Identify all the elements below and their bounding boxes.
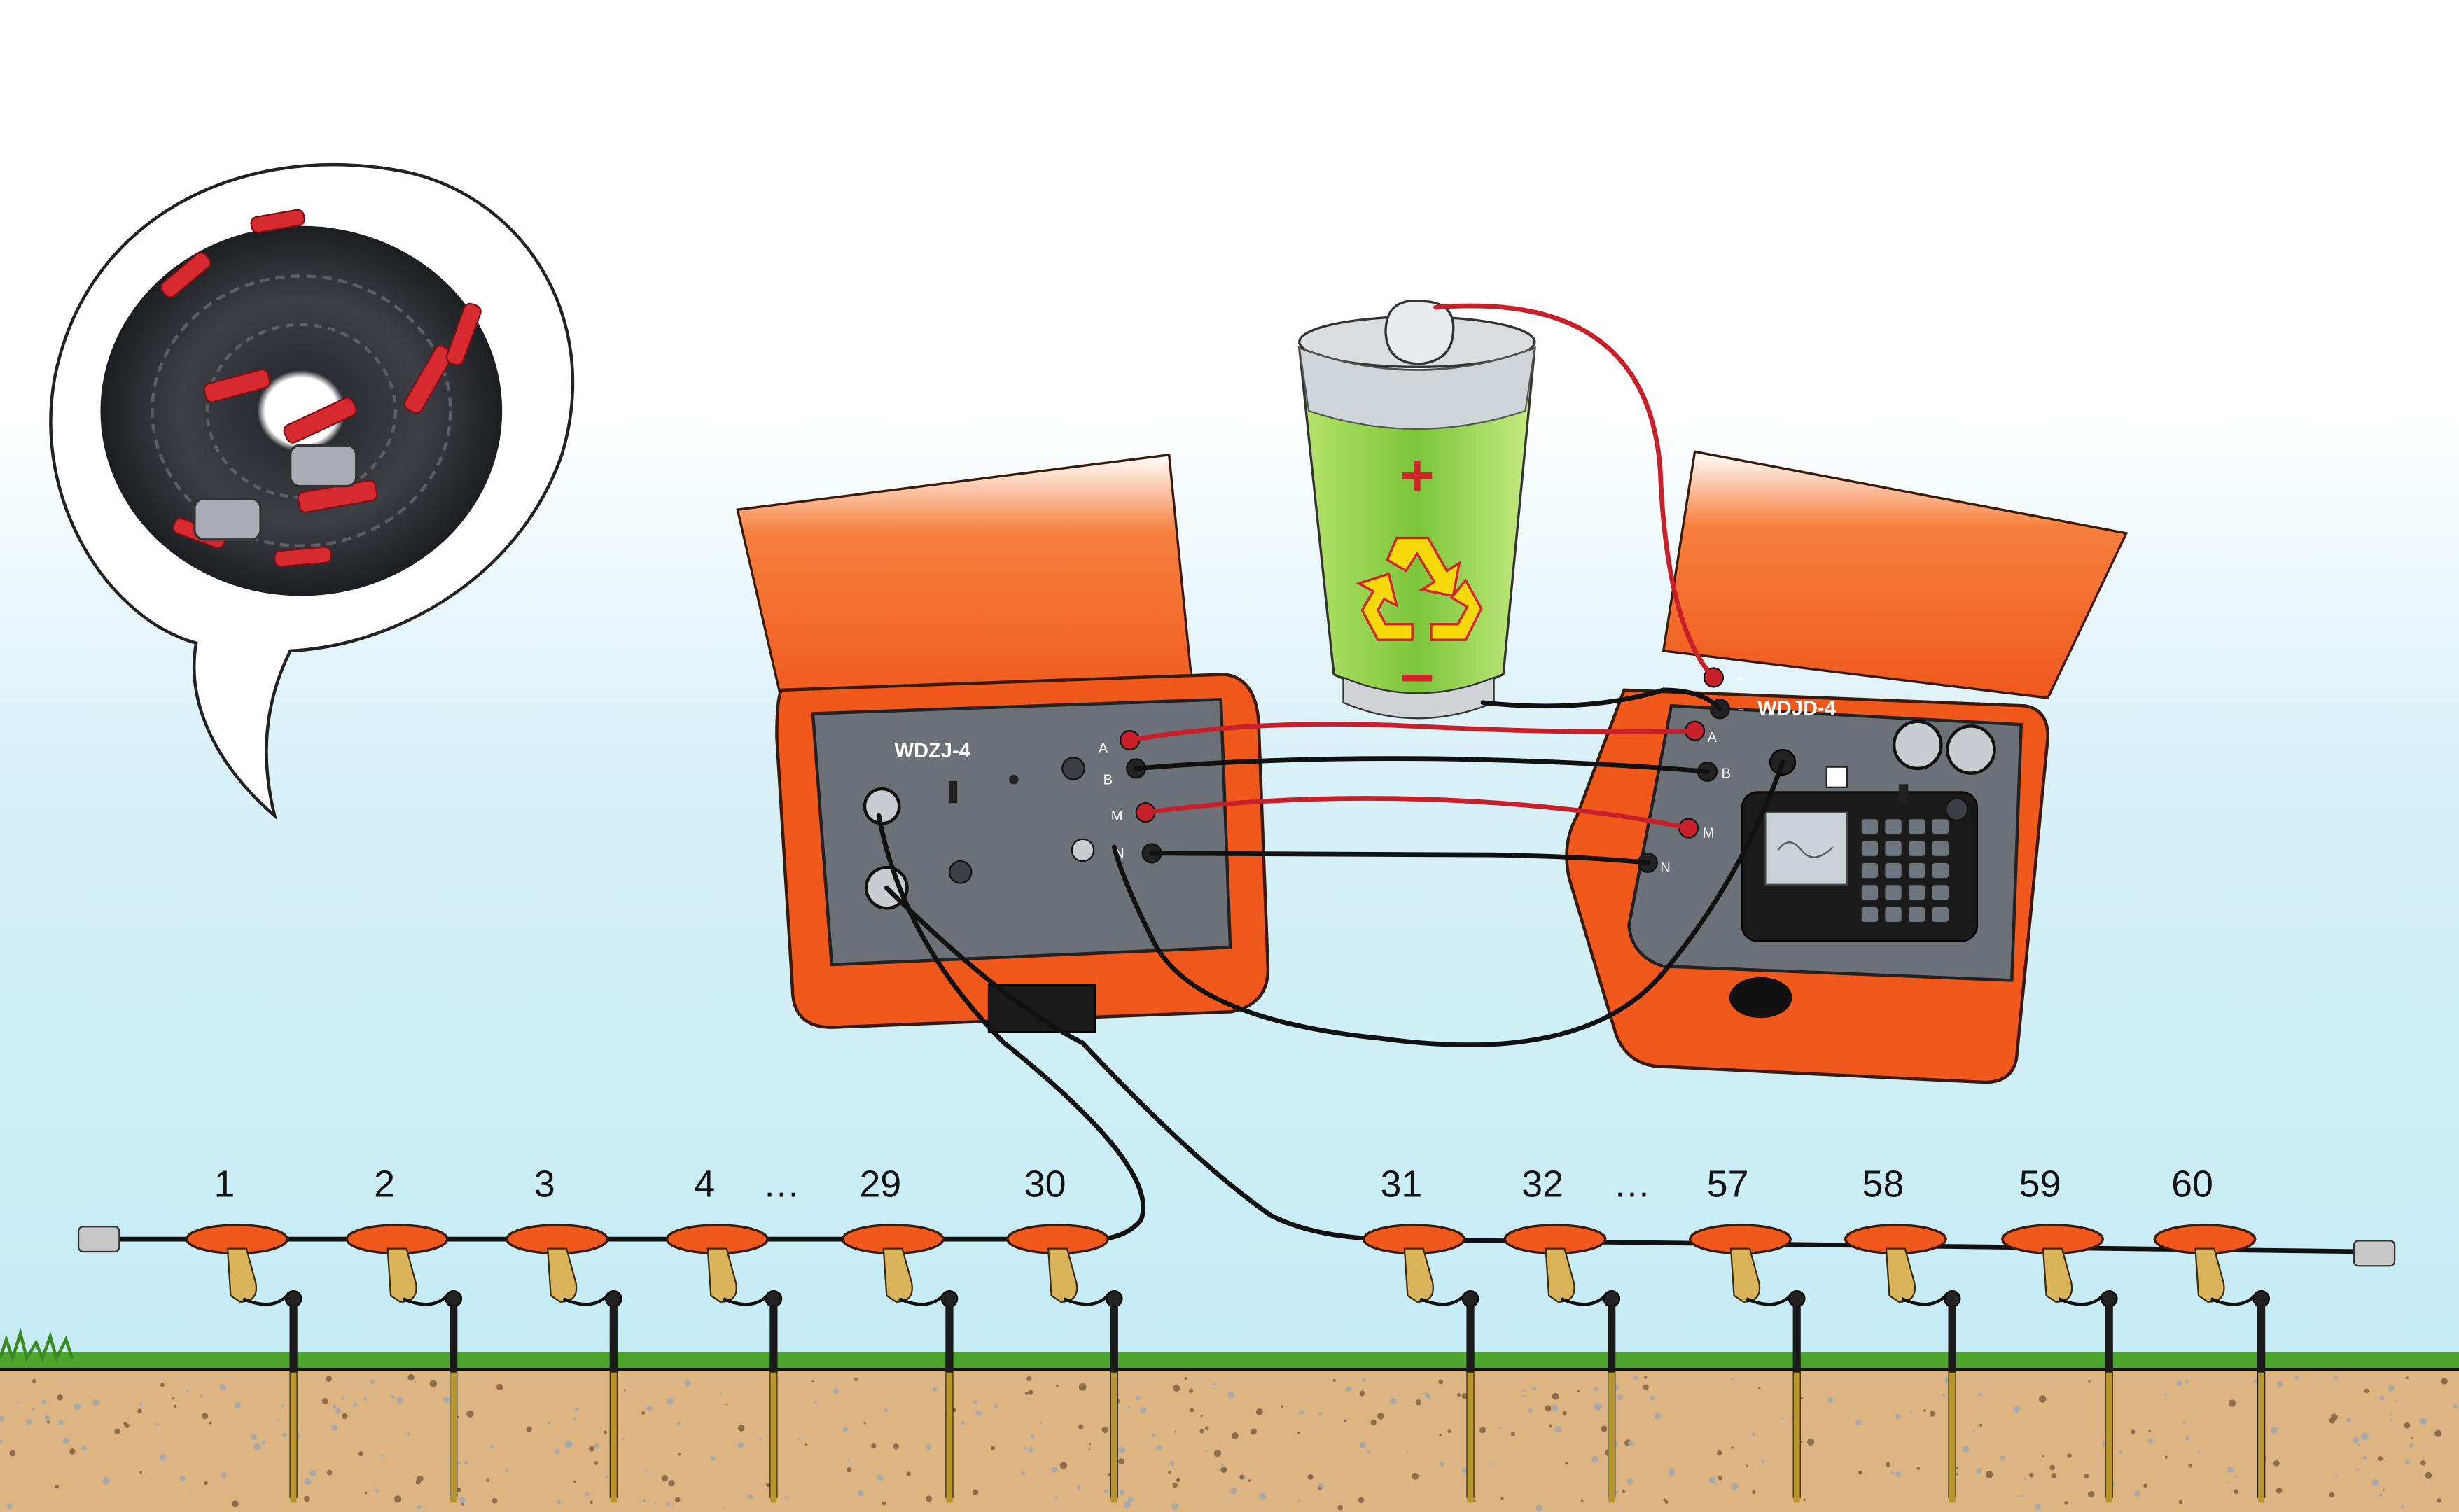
electrode-number: 59 [2019, 1163, 2061, 1205]
electrode: 30 [1006, 1163, 1123, 1503]
instrument-terminal-label: - [1739, 702, 1743, 718]
electrode: 1 [186, 1163, 302, 1503]
instrument-terminal-label: A [1707, 730, 1717, 746]
instrument-terminal-label: M [1703, 826, 1715, 841]
cable-m [1143, 796, 1691, 831]
cable-connector [193, 497, 262, 541]
switch-box-terminal-label: M [1111, 808, 1123, 824]
cable-end-cap [77, 1226, 120, 1253]
electrode: 4 [665, 1163, 783, 1503]
electrode-clip [765, 1289, 783, 1308]
electrode-number: 1 [214, 1163, 235, 1205]
instrument-wdjd-4: WDJD-4 + - A B M N [1565, 450, 2129, 1084]
electrode-clip [1603, 1289, 1621, 1308]
electrode-line: 1 2 3 4 29 30 31 32 57 58 59 60 … … [77, 1163, 2396, 1503]
cable-battery-positive [1433, 303, 1716, 680]
electrode: 58 [1844, 1163, 1961, 1503]
recycle-icon [1356, 536, 1483, 641]
ellipsis-left: … [762, 1163, 800, 1205]
electrode-number: 60 [2171, 1163, 2213, 1205]
electrode-number: 29 [859, 1163, 901, 1205]
instrument-terminal-label: + [1736, 672, 1744, 687]
switch-box-terminal-label: A [1099, 741, 1108, 757]
electrode: 59 [2001, 1163, 2118, 1503]
electrode-number: 32 [1521, 1163, 1563, 1205]
switch-box-terminal-label: B [1103, 772, 1113, 788]
battery-negative-label: − [1400, 645, 1435, 711]
instrument-keypad [1860, 818, 1950, 923]
electrode-number: 3 [534, 1163, 555, 1205]
electrode-number: 4 [694, 1163, 715, 1205]
electrode-number: 31 [1381, 1163, 1423, 1205]
cable-b [1134, 756, 1710, 774]
electrode-clip [1788, 1289, 1806, 1308]
electrode-clip [445, 1289, 463, 1308]
electrode: 3 [506, 1163, 622, 1503]
electrode: 32 [1503, 1163, 1621, 1503]
electrode-number: 58 [1862, 1163, 1904, 1205]
electrode-clip [284, 1289, 302, 1308]
instrument-label: WDJD-4 [1757, 698, 1836, 720]
cable-instrument-switch-control [1111, 760, 1785, 1047]
electrode-number: 2 [374, 1163, 395, 1205]
electrode: 57 [1689, 1163, 1806, 1503]
cable-electrodes-31-60 [884, 885, 1396, 1242]
battery: + − [1297, 300, 1536, 720]
battery-positive-label: + [1400, 442, 1435, 509]
electrode-clip [940, 1289, 959, 1308]
coiled-cable [100, 225, 503, 596]
cable-battery-negative [1480, 687, 1722, 712]
electrode: 31 [1362, 1163, 1479, 1503]
electrode-clip [1461, 1289, 1479, 1308]
electrode: 60 [2153, 1163, 2270, 1503]
cable-n [1149, 850, 1650, 865]
switch-box-wdzj-4: WDZJ-4 A B M N [736, 453, 1270, 1033]
cable-connector [288, 444, 358, 488]
electrode-clip [1105, 1289, 1123, 1308]
electrode-number: 57 [1707, 1163, 1749, 1205]
switch-box-label: WDZJ-4 [894, 740, 970, 762]
electrode-clip [2100, 1289, 2118, 1308]
ellipsis-right: … [1613, 1163, 1651, 1205]
electrode-clip [1943, 1289, 1961, 1308]
electrode: 29 [841, 1163, 959, 1503]
cable-end-cap [2353, 1240, 2396, 1267]
instrument-screen [1764, 811, 1848, 886]
electrode: 2 [345, 1163, 463, 1503]
electrode-clip [2252, 1289, 2270, 1308]
ground [0, 1327, 2459, 1512]
instrument-terminal-label: N [1660, 860, 1671, 876]
electrode-number: 30 [1024, 1163, 1066, 1205]
cable-a [1127, 722, 1697, 743]
electrode-clip [604, 1289, 622, 1308]
cable-coil-inset [49, 163, 575, 820]
connecting-cables [876, 303, 1785, 1242]
instrument-terminal-label: B [1722, 766, 1731, 781]
